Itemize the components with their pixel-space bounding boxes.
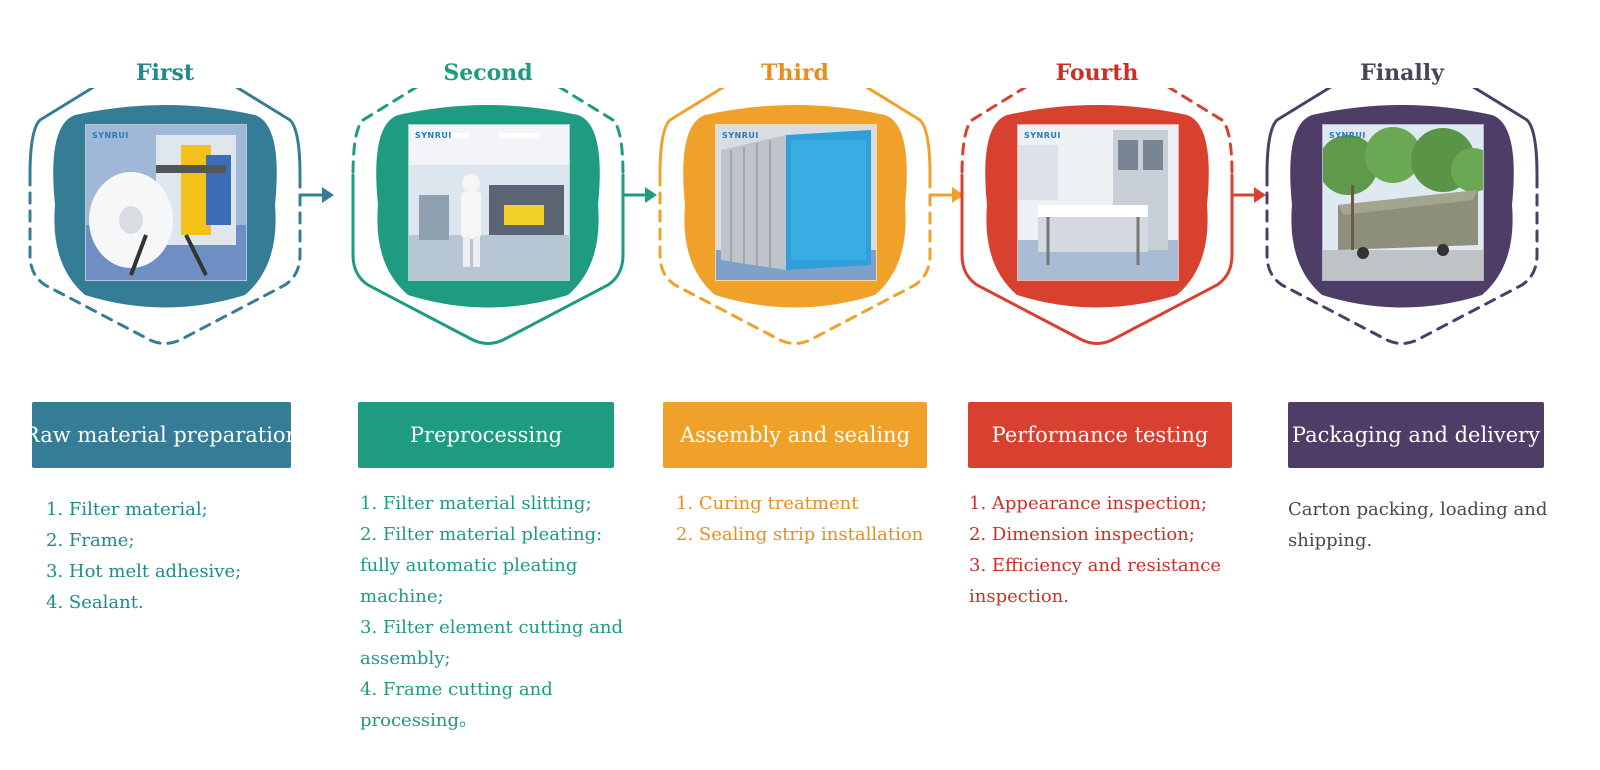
desc-item: 3. Filter element cutting and assembly; <box>360 617 624 669</box>
cleanroom-operator-photo-icon <box>409 125 569 280</box>
title-box-raw-material: Raw material preparation <box>24 402 299 468</box>
arrow-head-icon <box>645 187 657 203</box>
logo-mark: SYNRUI <box>415 131 452 140</box>
delivery-truck-photo-icon <box>1323 125 1483 280</box>
desc-preprocessing: 1. Filter material slitting; 2. Filter m… <box>360 488 635 736</box>
frame-bottom <box>351 173 625 345</box>
arrow-head-icon <box>1254 187 1266 203</box>
logo-mark: SYNRUI <box>1024 131 1061 140</box>
step-label-finally: Finally <box>1302 58 1502 88</box>
title-box-testing: Performance testing <box>968 402 1232 468</box>
frame-bottom <box>658 173 932 345</box>
frame-bottom <box>28 173 302 345</box>
frame-bottom <box>960 173 1234 345</box>
desc-raw-material: 1. Filter material; 2. Frame; 3. Hot mel… <box>46 494 296 618</box>
photo-raw-material: SYNRUI <box>85 124 247 281</box>
photo-assembly: SYNRUI <box>715 124 877 281</box>
rolling-machine-photo-icon <box>86 125 246 280</box>
desc-item: 2. Sealing strip installation <box>676 524 924 545</box>
logo-mark: SYNRUI <box>92 131 129 140</box>
title-box-assembly: Assembly and sealing <box>663 402 927 468</box>
arrow-head-icon <box>322 187 334 203</box>
desc-item: 3. Efficiency and resistance inspection. <box>969 555 1221 607</box>
step-label-first: First <box>65 58 265 88</box>
desc-item: 2. Dimension inspection; <box>969 524 1195 545</box>
testing-machine-photo-icon <box>1018 125 1178 280</box>
photo-testing: SYNRUI <box>1017 124 1179 281</box>
frame-top <box>1265 75 1539 177</box>
frame-top <box>351 75 625 177</box>
title-box-preprocessing: Preprocessing <box>358 402 614 468</box>
desc-item: 2. Frame; <box>46 530 135 551</box>
logo-mark: SYNRUI <box>1329 131 1366 140</box>
frame-top <box>28 75 302 177</box>
desc-item: 1. Filter material slitting; <box>360 493 592 514</box>
filter-box-photo-icon <box>716 125 876 280</box>
step-label-fourth: Fourth <box>997 58 1197 88</box>
desc-item: 1. Curing treatment <box>676 493 859 514</box>
desc-item: 1. Filter material; <box>46 499 208 520</box>
desc-assembly: 1. Curing treatment 2. Sealing strip ins… <box>676 488 956 550</box>
desc-item: 2. Filter material pleating: fully autom… <box>360 524 603 607</box>
frame-top <box>960 75 1234 177</box>
title-box-delivery: Packaging and delivery <box>1288 402 1544 468</box>
desc-delivery: Carton packing, loading and shipping. <box>1288 494 1568 556</box>
frame-bottom <box>1265 173 1539 345</box>
photo-preprocessing: SYNRUI <box>408 124 570 281</box>
desc-item: 4. Frame cutting and processing。 <box>360 679 553 731</box>
desc-testing: 1. Appearance inspection; 2. Dimension i… <box>969 488 1244 612</box>
logo-mark: SYNRUI <box>722 131 759 140</box>
desc-item: Carton packing, loading and shipping. <box>1288 499 1548 551</box>
frame-top <box>658 75 932 177</box>
step-label-second: Second <box>388 58 588 88</box>
step-label-third: Third <box>695 58 895 88</box>
desc-item: 3. Hot melt adhesive; <box>46 561 242 582</box>
photo-delivery: SYNRUI <box>1322 124 1484 281</box>
arrow-head-icon <box>952 187 964 203</box>
desc-item: 1. Appearance inspection; <box>969 493 1208 514</box>
desc-item: 4. Sealant. <box>46 592 144 613</box>
